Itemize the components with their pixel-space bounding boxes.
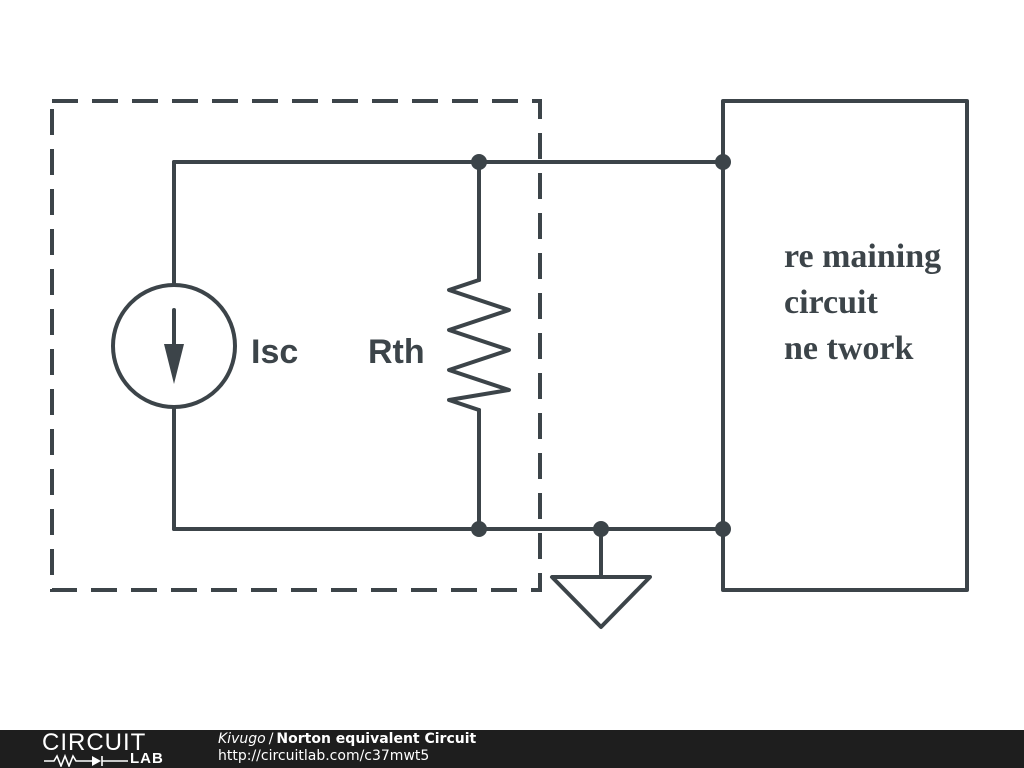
network-label-line-3: ne twork xyxy=(784,330,913,367)
author-link[interactable]: Kivugo xyxy=(218,731,266,747)
resistor-label: Rth xyxy=(368,333,425,371)
circuit-url-link[interactable]: http://circuitlab.com/c37mwt5 xyxy=(218,748,430,764)
junction-node xyxy=(715,521,731,537)
norton-schematic: Isc Rth re maining circuit ne twork xyxy=(50,99,969,629)
source-label: Isc xyxy=(251,333,298,371)
junction-node xyxy=(471,154,487,170)
network-label-line-2: circuit xyxy=(784,284,878,321)
ground-icon xyxy=(550,575,652,629)
junction-node xyxy=(593,521,609,537)
junction-node xyxy=(471,521,487,537)
separator: / xyxy=(268,731,274,747)
remaining-network-box xyxy=(721,99,969,592)
logo-text-bottom: LAB xyxy=(130,750,164,767)
footer-caption: Kivugo/Norton equivalent Circuit http://… xyxy=(218,731,476,765)
norton-boundary-box xyxy=(50,99,542,592)
circuit-title: Norton equivalent Circuit xyxy=(276,731,477,747)
junction-node xyxy=(715,154,731,170)
logo-text-top: CIRCUIT xyxy=(42,729,147,756)
circuitlab-logo[interactable]: CIRCUIT LAB xyxy=(42,730,182,768)
footer-bar: CIRCUIT LAB Kivugo/Norton equivalent Cir… xyxy=(0,730,1024,768)
current-source-icon xyxy=(111,283,237,409)
resistor-icon xyxy=(447,278,511,412)
network-label-line-1: re maining xyxy=(784,238,941,275)
logo-resistor-diode-icon xyxy=(44,753,128,767)
